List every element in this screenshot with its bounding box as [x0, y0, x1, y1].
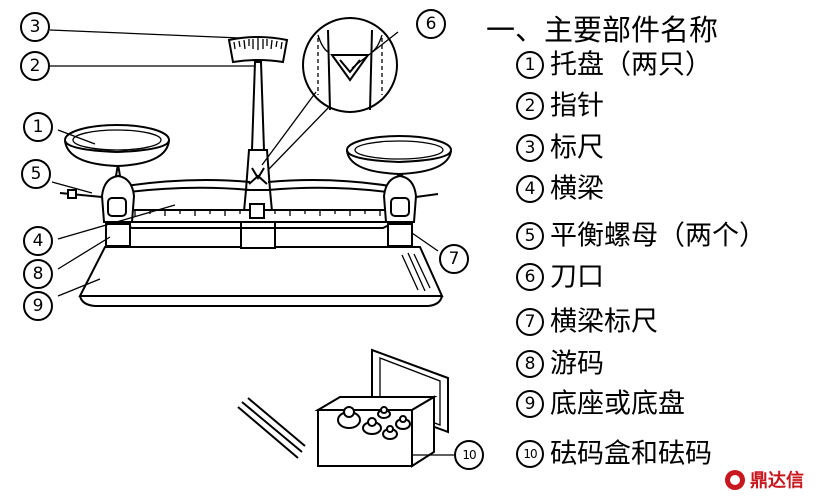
- svg-text:8: 8: [525, 354, 536, 374]
- balance-base: [78, 246, 444, 307]
- svg-text:横梁标尺: 横梁标尺: [550, 307, 658, 338]
- legend-item: 2 指针: [516, 91, 604, 122]
- svg-text:10: 10: [462, 448, 476, 462]
- svg-text:4: 4: [525, 179, 536, 199]
- svg-text:指针: 指针: [550, 91, 604, 122]
- callout-7: 7: [439, 244, 469, 274]
- svg-text:7: 7: [525, 312, 536, 332]
- central-pillar: [240, 149, 276, 249]
- svg-text:底座或底盘: 底座或底盘: [550, 389, 685, 420]
- legend-item: 1 托盘（两只）: [516, 50, 712, 81]
- left-support: [59, 163, 136, 247]
- legend-item: 8 游码: [516, 349, 604, 380]
- callout-1: 1: [23, 112, 53, 142]
- legend-heading: 一、主要部件名称: [486, 13, 718, 47]
- svg-text:4: 4: [33, 231, 44, 251]
- svg-text:9: 9: [525, 394, 536, 414]
- legend-item: 3 标尺: [516, 133, 604, 164]
- tweezers: [237, 397, 306, 459]
- svg-text:标尺: 标尺: [550, 133, 604, 164]
- svg-text:3: 3: [525, 138, 536, 158]
- svg-text:10: 10: [523, 447, 537, 461]
- svg-text:砝码盒和砝码: 砝码盒和砝码: [550, 439, 712, 470]
- svg-text:鼎达信: 鼎达信: [750, 470, 804, 492]
- svg-text:横梁: 横梁: [550, 174, 604, 205]
- callout-10: 10: [454, 440, 484, 470]
- callout-6: 6: [416, 9, 446, 39]
- left-pan: [64, 124, 170, 168]
- svg-text:托盘（两只）: 托盘（两只）: [550, 50, 712, 81]
- right-pan: [346, 135, 452, 176]
- callout-9: 9: [23, 291, 53, 321]
- svg-text:6: 6: [525, 267, 536, 287]
- svg-text:5: 5: [525, 226, 536, 246]
- svg-text:6: 6: [426, 14, 437, 34]
- legend-item: 5 平衡螺母（两个）: [516, 221, 766, 252]
- right-support: [382, 163, 439, 247]
- callout-2: 2: [20, 51, 50, 81]
- rider: [249, 203, 265, 219]
- scale-dial: [227, 36, 289, 64]
- svg-text:3: 3: [30, 17, 41, 37]
- legend-item: 10 砝码盒和砝码: [516, 439, 712, 470]
- callout-8: 8: [23, 259, 53, 289]
- legend-item: 9 底座或底盘: [516, 389, 685, 420]
- knife-edge-magnifier: [261, 17, 398, 171]
- callout-3: 3: [20, 12, 50, 42]
- svg-text:1: 1: [525, 55, 536, 75]
- svg-text:2: 2: [525, 96, 536, 116]
- legend-item: 6 刀口: [516, 262, 604, 293]
- svg-text:游码: 游码: [550, 349, 604, 380]
- svg-text:5: 5: [31, 164, 42, 184]
- svg-text:1: 1: [33, 117, 44, 137]
- legend-item: 7 横梁标尺: [516, 307, 658, 338]
- svg-text:平衡螺母（两个）: 平衡螺母（两个）: [550, 221, 766, 252]
- svg-text:7: 7: [449, 249, 460, 269]
- svg-text:刀口: 刀口: [550, 262, 604, 293]
- svg-text:9: 9: [33, 296, 44, 316]
- callout-4: 4: [23, 226, 53, 256]
- weight-box: [314, 348, 449, 468]
- legend-item: 4 横梁: [516, 174, 604, 205]
- watermark: 鼎达信: [725, 470, 804, 492]
- svg-text:8: 8: [33, 264, 44, 284]
- legend-list: 1 托盘（两只） 2 指针 3 标尺 4 横梁 5 平衡螺母（两个） 6 刀口: [516, 50, 766, 470]
- svg-text:2: 2: [30, 56, 41, 76]
- leader-lines: [49, 29, 454, 456]
- callout-5: 5: [21, 159, 51, 189]
